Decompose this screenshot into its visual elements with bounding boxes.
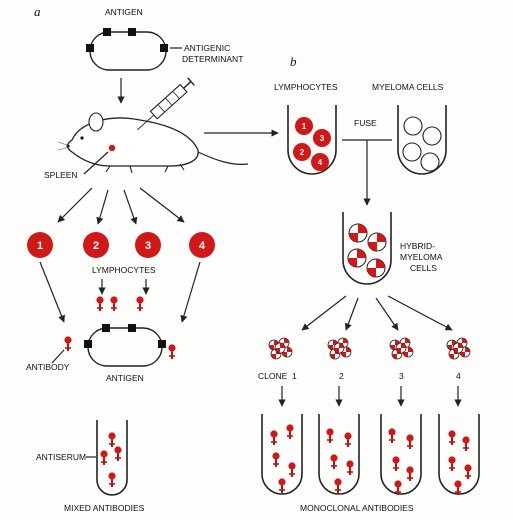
antigenic-label-1: ANTIGENIC (184, 43, 230, 53)
myeloma-tube (397, 105, 447, 175)
antibody-mark (63, 335, 73, 352)
clone-4-cluster (447, 338, 470, 359)
monoclonal-tube-2 (318, 414, 360, 495)
lymphocyte-a-1: 1 (27, 232, 53, 258)
hybrid-label-3: CELLS (410, 263, 437, 273)
svg-text:2: 2 (300, 148, 305, 157)
hybrid-label-1: HYBRID- (400, 241, 435, 251)
myeloma-cells-label: MYELOMA CELLS (372, 82, 444, 92)
hybrid-myeloma-tube (342, 212, 392, 285)
hybrid-label-2: MYELOMA (400, 252, 443, 262)
svg-text:4: 4 (199, 240, 206, 252)
panel-a-letter: a (34, 4, 41, 19)
lymphocyte-a-3: 3 (135, 232, 161, 258)
antibody-mark (135, 295, 145, 312)
svg-text:3: 3 (145, 240, 151, 252)
antigen-bottom-label: ANTIGEN (106, 373, 144, 383)
antibody-label: ANTIBODY (26, 362, 70, 372)
lymphocytes-tube: 1 3 2 4 (287, 105, 337, 175)
clone-label: CLONE (258, 371, 288, 381)
antiserum-tube (96, 420, 128, 496)
antibody-mark (95, 295, 105, 312)
antiserum-label: ANTISERUM (36, 452, 86, 462)
lymphocyte-a-2: 2 (83, 232, 109, 258)
clone-3-cluster (390, 338, 413, 359)
lymphocytes-b-label: LYMPHOCYTES (274, 82, 338, 92)
spleen-label: SPLEEN (44, 170, 78, 180)
svg-text:4: 4 (318, 158, 323, 167)
lymphocytes-a-label: LYMPHOCYTES (92, 265, 156, 275)
clone-1-cluster (269, 338, 292, 359)
panel-b-letter: b (290, 54, 297, 69)
clone-number-1: 1 (292, 371, 297, 381)
monoclonal-antibodies-label: MONOCLONAL ANTIBODIES (300, 503, 414, 513)
svg-text:3: 3 (320, 134, 325, 143)
spleen-mark (108, 144, 116, 152)
svg-text:1: 1 (302, 122, 307, 131)
monoclonal-tube-4 (438, 414, 480, 496)
antibody-mark (109, 295, 119, 312)
mixed-antibodies-label: MIXED ANTIBODIES (64, 503, 145, 513)
mouse-illustration (57, 112, 249, 174)
antigenic-label-2: DETERMINANT (182, 54, 243, 64)
svg-text:1: 1 (37, 240, 43, 252)
clone-number-4: 4 (456, 371, 461, 381)
lymphocyte-a-4: 4 (189, 232, 215, 258)
antigen-top-label: ANTIGEN (105, 7, 143, 17)
clone-number-2: 2 (339, 371, 344, 381)
fuse-label: FUSE (354, 118, 377, 128)
antigen-bottom (84, 324, 166, 367)
antigen-top (86, 28, 168, 71)
syringe-illustration (137, 77, 195, 131)
clone-2-cluster (328, 338, 351, 359)
monoclonal-tube-3 (380, 414, 422, 496)
svg-text:2: 2 (93, 240, 99, 252)
monoclonal-tube-1 (261, 414, 303, 495)
antibody-mark (167, 343, 177, 360)
clone-number-3: 3 (399, 371, 404, 381)
